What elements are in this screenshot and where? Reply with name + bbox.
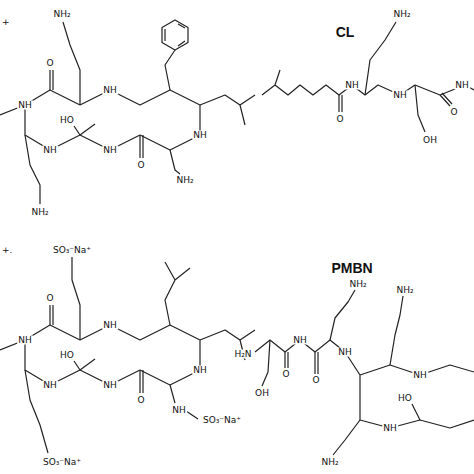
atom-label: O [281,370,290,379]
atom-label: NH₂ [395,286,414,295]
atom-label: NH₂ [30,208,49,217]
atom-label: +. [1,246,13,255]
atom-label: NH₂ [348,280,367,289]
atom-label: HO [397,394,413,403]
atom-label: NH [292,336,308,345]
ring-bonds [0,90,200,150]
atom-label: NH [412,371,428,380]
atom-label: HO [59,116,75,125]
atom-label: O [335,115,344,124]
pmbn-structure [255,290,474,455]
atom-label: OH [254,389,270,398]
atom-label: SO₃⁻Na⁺ [42,458,82,467]
phenyl-ring [162,20,188,50]
atom-label: NH [102,381,118,390]
polymyxin-ring [0,20,255,204]
atom-label: NH [192,131,208,140]
atom-label: NH [42,381,58,390]
atom-label: NH [42,146,58,155]
atom-label: O [311,376,320,385]
atom-label: NH [102,146,118,155]
atom-label: O [45,59,54,68]
compound-name: PMBN [330,261,373,275]
ring-bonds [0,325,200,385]
atom-label: NH [171,406,187,415]
atom-label: NH [192,366,208,375]
aromatic-bonds [165,24,185,46]
atom-label: NH [382,424,398,433]
side-chain-bonds [262,290,420,455]
atom-label: O [136,396,145,405]
atom-label: NH [17,101,33,110]
atom-label: SO₃⁻Na⁺ [52,246,92,255]
atom-label: HO [59,351,75,360]
atom-label: NH [102,321,118,330]
atom-label: O [45,294,54,303]
atom-label: H₂N [233,350,252,359]
atom-label: SO₃⁻Na⁺ [202,416,242,425]
compound-name: CL [335,25,356,39]
side-chain-bonds [25,257,255,453]
atom-label: NH [337,348,353,357]
atom-label: O [136,161,145,170]
atom-label: NH [17,336,33,345]
atom-label: NH [344,81,360,90]
side-chain-bonds [339,22,452,132]
side-chain-bonds [25,22,255,204]
atom-label: NH₂ [392,10,411,19]
atom-label: OH [422,136,438,145]
atom-label: NH₂ [320,458,339,467]
atom-label: NH₂ [52,10,71,19]
atom-label: + [1,18,11,27]
atom-label: NH [454,81,470,90]
atom-label: NH [102,86,118,95]
atom-label: NH₂ [175,176,194,185]
cl-structure [262,22,474,132]
atom-label: O [449,108,458,117]
colistimethate-ring [0,257,255,453]
atom-label: NH [392,91,408,100]
